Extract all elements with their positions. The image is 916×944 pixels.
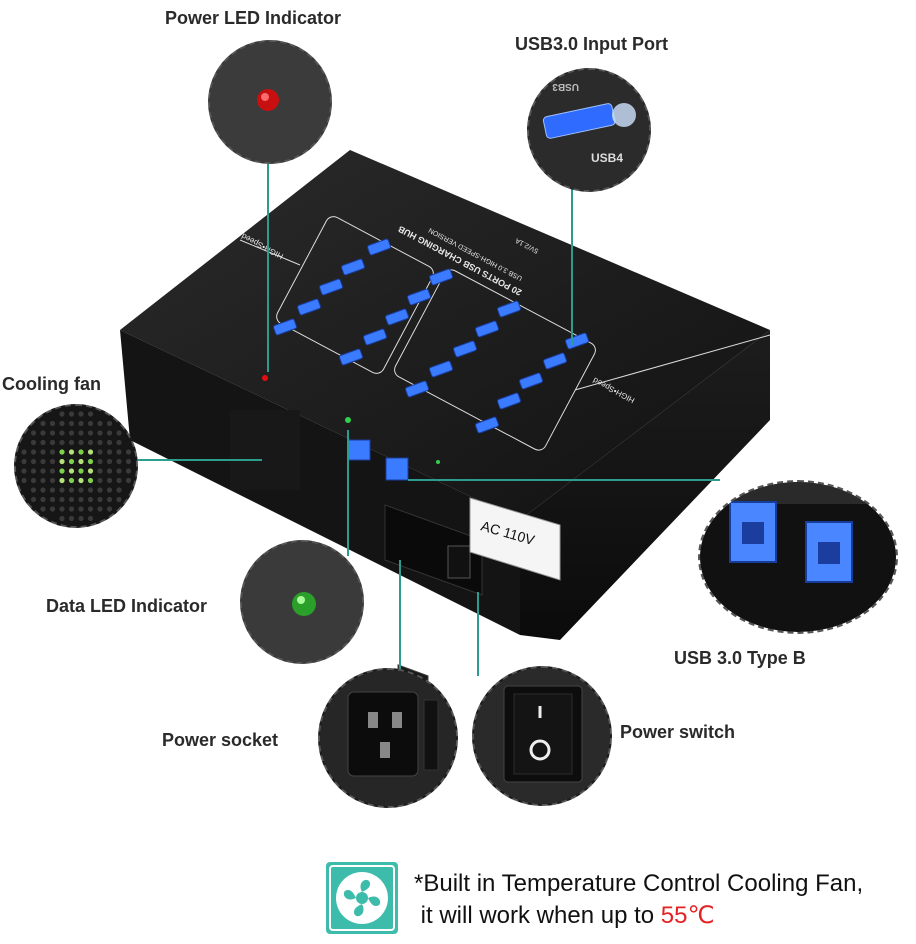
callout-power-led: Power LED Indicator (165, 8, 342, 28)
callout-power-socket: Power socket (162, 730, 279, 750)
zoom-usb-type-b (698, 480, 898, 634)
zoom-power-switch (472, 666, 612, 806)
zoom-cooling-fan (14, 404, 138, 528)
footnote-text: *Built in Temperature Control Cooling Fa… (414, 868, 863, 932)
zoom-power-socket (318, 668, 458, 808)
footnote-line-1: *Built in Temperature Control Cooling Fa… (414, 870, 864, 897)
footnote-line-2-text: it will work when up to (420, 902, 661, 929)
callout-power-switch: Power switch (620, 722, 736, 742)
footnote-line-2: it will work when up to 55℃ (414, 900, 863, 932)
zoom-data-led (240, 540, 364, 664)
zoom-port-label-top: USB3 (552, 81, 579, 92)
zoom-power-led (208, 40, 332, 164)
callout-cooling-fan: Cooling fan (2, 374, 101, 394)
zoom-port-label: USB4 (591, 151, 623, 165)
callout-usb-type-b: USB 3.0 Type B (674, 648, 806, 668)
temperature-highlight: 55℃ (660, 902, 715, 929)
callout-data-led: Data LED Indicator (46, 596, 208, 616)
callout-usb-input: USB3.0 Input Port (515, 34, 669, 54)
footer-note: *Built in Temperature Control Cooling Fa… (322, 862, 914, 938)
fan-icon (326, 862, 398, 934)
zoom-usb-input: USB4 USB3 (527, 68, 651, 192)
